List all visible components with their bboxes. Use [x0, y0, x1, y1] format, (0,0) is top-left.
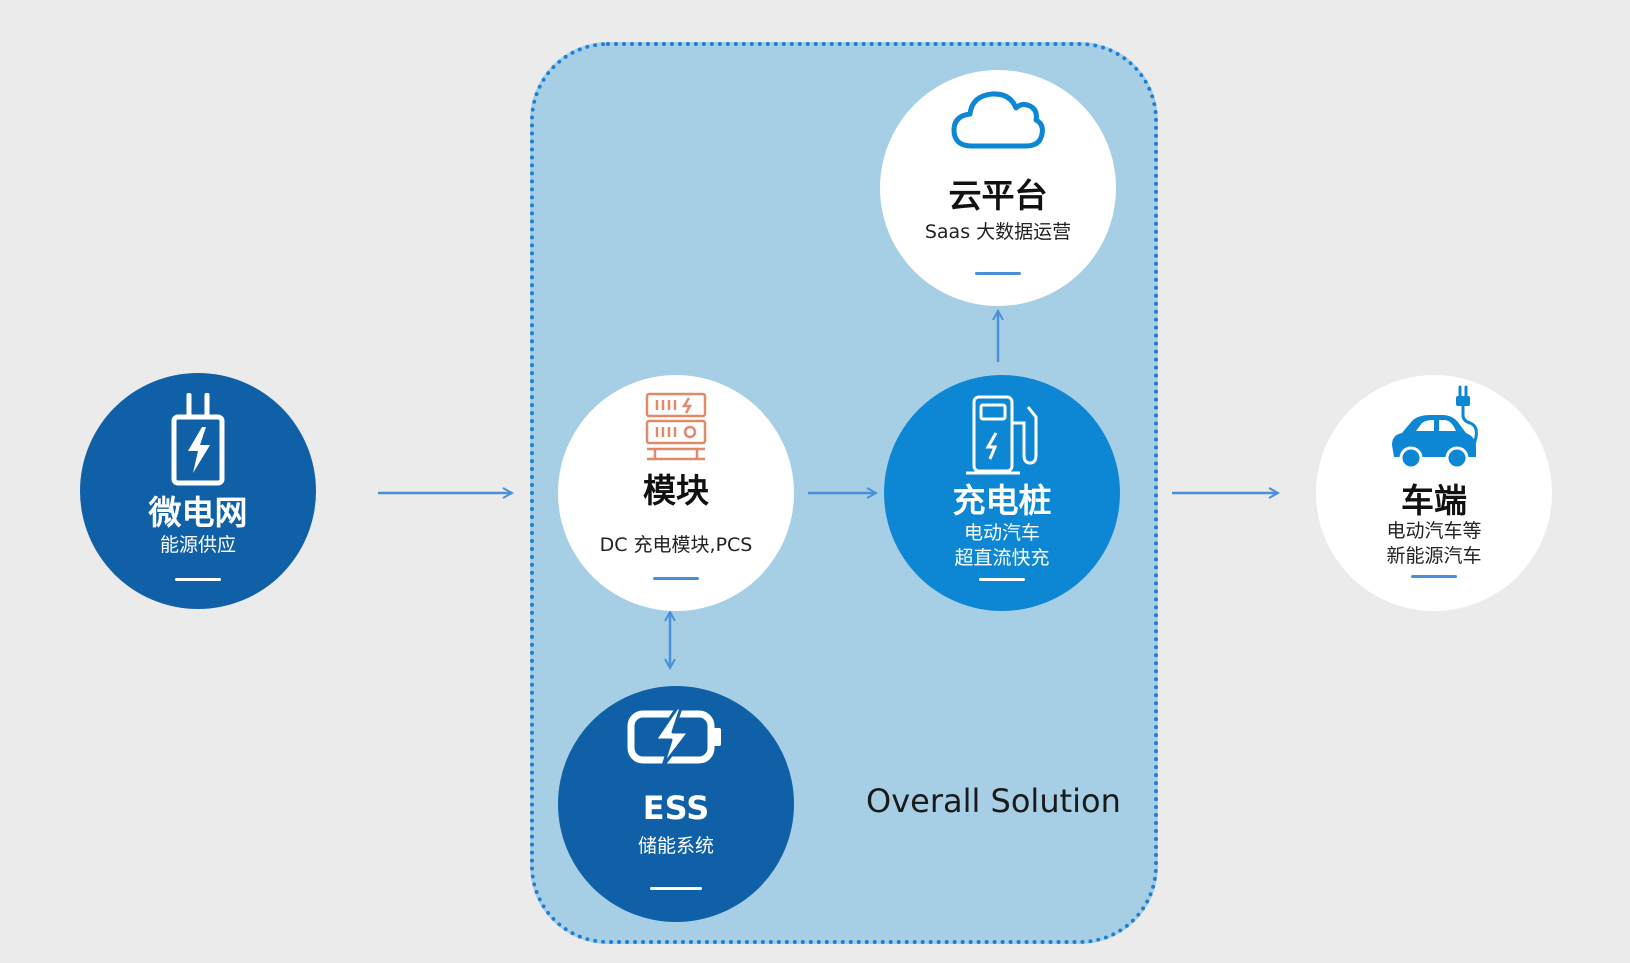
- node-subtitle: Saas 大数据运营: [924, 221, 1072, 243]
- node-subtitle: 储能系统: [637, 835, 714, 857]
- node-subtitle-line1: 电动汽车等: [1386, 520, 1482, 542]
- overall-solution-label: Overall Solution: [866, 782, 1121, 820]
- underline-bar: [653, 577, 699, 580]
- battery-bolt-icon: [627, 706, 721, 768]
- node-title: 云平台: [948, 176, 1048, 215]
- node-subtitle-line1: 电动汽车: [963, 522, 1040, 544]
- node-subtitle-line2: 超直流快充: [954, 547, 1050, 569]
- electric-car-plug-icon: [1392, 385, 1478, 470]
- node-module: 模块 DC 充电模块,PCS: [558, 375, 794, 611]
- underline-bar: [1411, 575, 1457, 578]
- node-ess: ESS 储能系统: [558, 686, 794, 922]
- underline-bar: [975, 272, 1021, 275]
- node-microgrid: 微电网 能源供应: [80, 373, 316, 609]
- node-title: 微电网: [148, 493, 248, 532]
- charging-station-icon: [966, 395, 1038, 475]
- cloud-icon: [951, 91, 1045, 149]
- node-title: ESS: [642, 789, 710, 827]
- node-title: 车端: [1401, 481, 1467, 520]
- underline-bar: [979, 578, 1025, 581]
- node-subtitle: DC 充电模块,PCS: [599, 534, 753, 556]
- node-title: 模块: [643, 471, 709, 510]
- node-vehicle: 车端 电动汽车等 新能源汽车: [1316, 375, 1552, 611]
- underline-bar: [175, 578, 221, 581]
- node-title: 充电桩: [952, 481, 1052, 520]
- node-charger: 充电桩 电动汽车 超直流快充: [884, 375, 1120, 611]
- underline-bar: [650, 887, 702, 890]
- power-plug-bolt-icon: [171, 393, 225, 486]
- node-subtitle-line2: 新能源汽车: [1386, 545, 1482, 567]
- charging-module-rack-icon: [645, 392, 707, 461]
- node-cloud: 云平台 Saas 大数据运营: [880, 70, 1116, 306]
- node-subtitle: 能源供应: [159, 534, 236, 556]
